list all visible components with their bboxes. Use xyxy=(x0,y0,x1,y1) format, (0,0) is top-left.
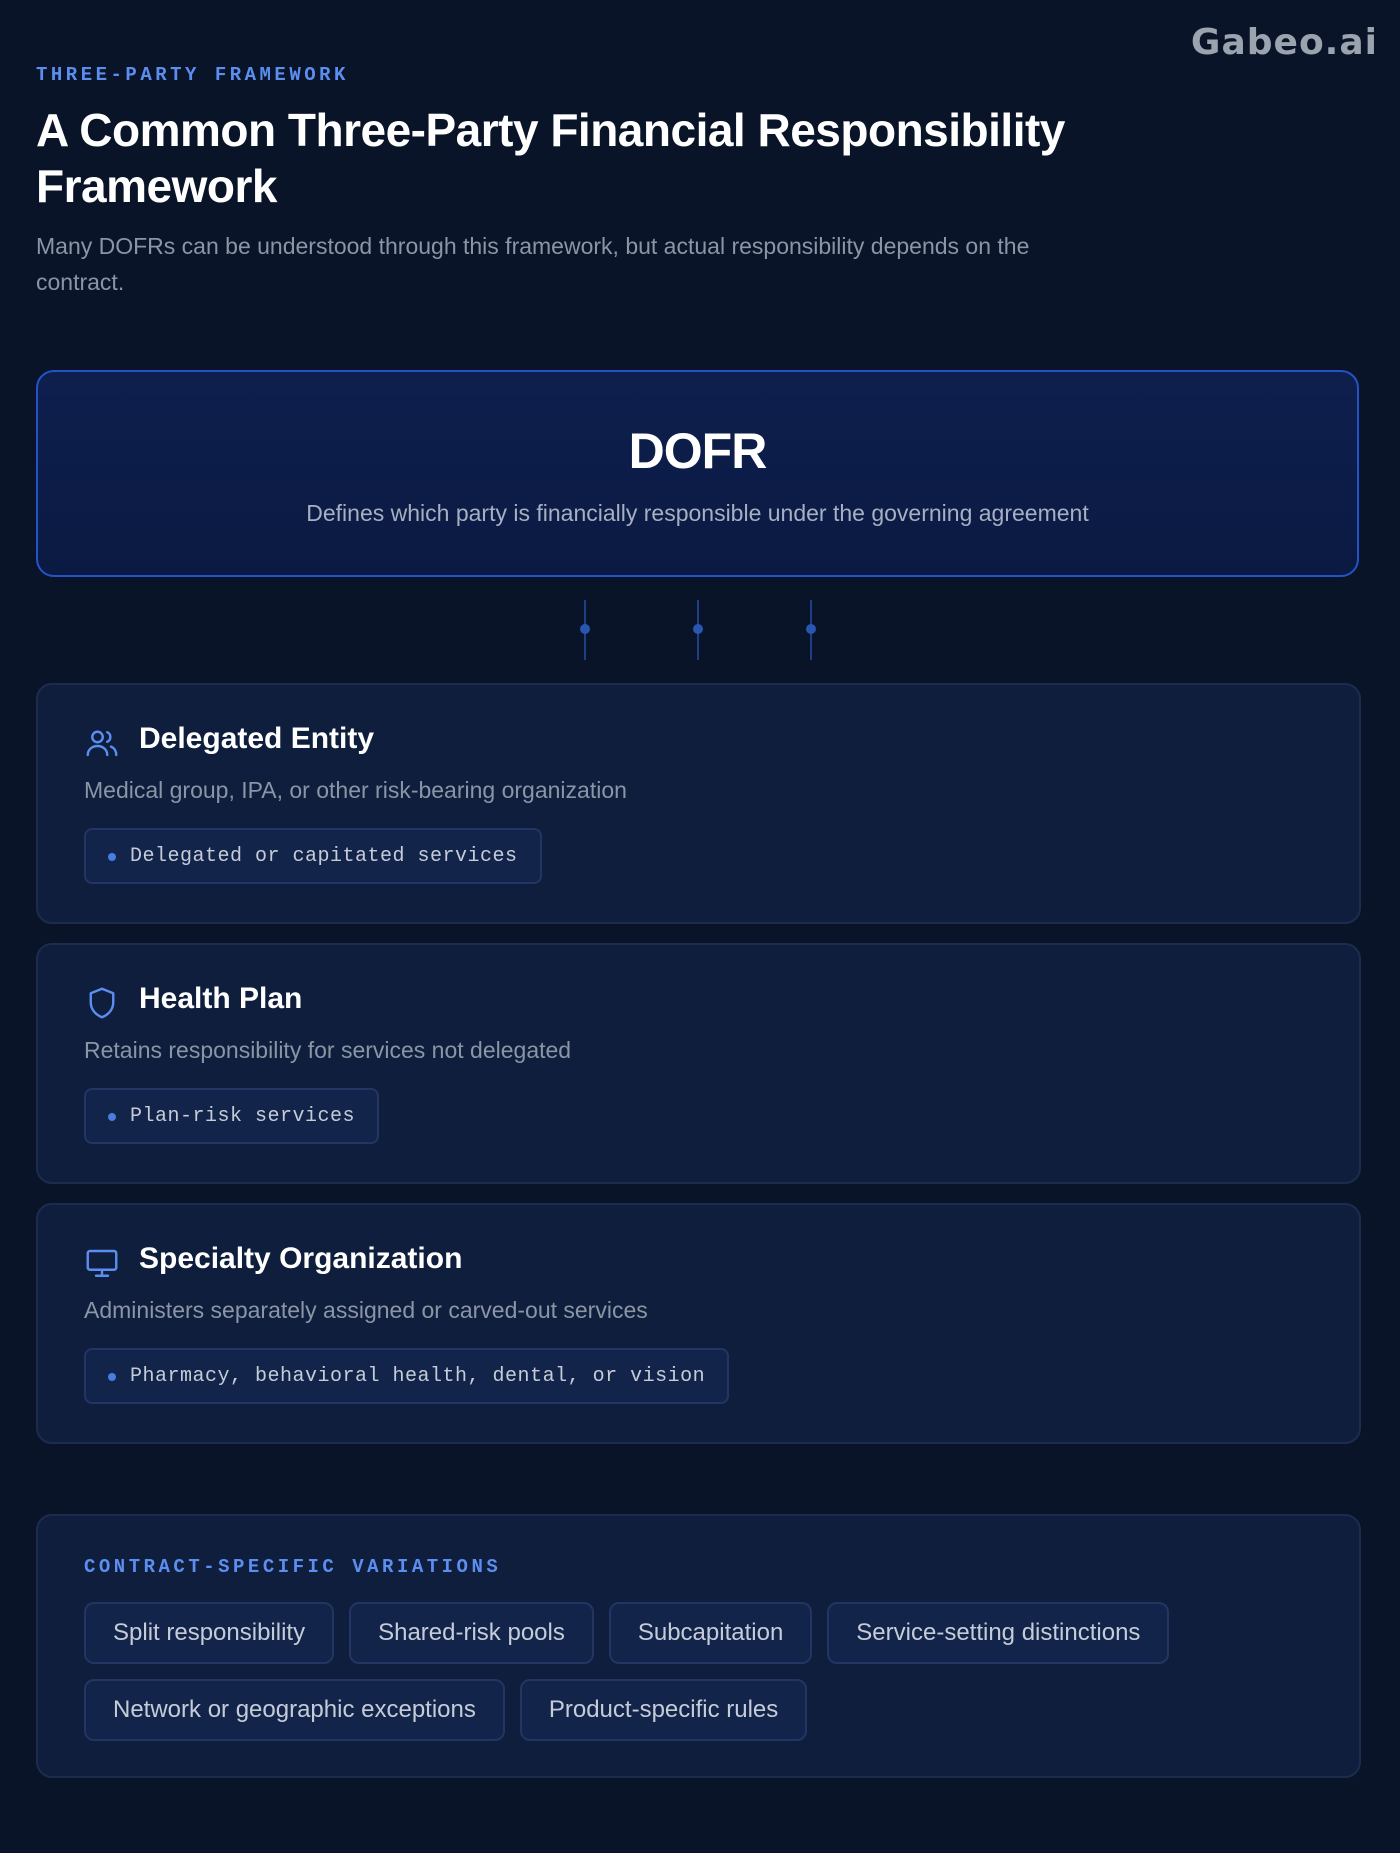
variations-tag-list: Split responsibility Shared-risk pools S… xyxy=(84,1602,1284,1741)
party-title: Specialty Organization xyxy=(139,1242,463,1275)
section-eyebrow: THREE-PARTY FRAMEWORK xyxy=(36,64,349,86)
brand-logo: Gabeo.ai xyxy=(1190,22,1378,63)
party-description: Retains responsibility for services not … xyxy=(84,1037,572,1063)
shield-icon xyxy=(84,985,120,1021)
variation-tag: Network or geographic exceptions xyxy=(84,1679,505,1741)
variation-tag: Split responsibility xyxy=(84,1602,335,1664)
party-tag-label: Pharmacy, behavioral health, dental, or … xyxy=(130,1364,706,1388)
party-description: Medical group, IPA, or other risk-bearin… xyxy=(84,777,627,803)
users-icon xyxy=(84,725,120,761)
bullet-icon xyxy=(108,1113,116,1121)
bullet-icon xyxy=(108,853,116,861)
party-card-delegated-entity: Delegated Entity Medical group, IPA, or … xyxy=(36,683,1361,924)
connector-line xyxy=(806,600,816,660)
variation-tag: Subcapitation xyxy=(608,1602,813,1664)
bullet-icon xyxy=(108,1373,116,1381)
variation-tag: Shared-risk pools xyxy=(349,1602,594,1664)
connector-dot xyxy=(580,624,590,634)
party-title: Delegated Entity xyxy=(139,722,375,755)
dofr-title: DOFR xyxy=(628,423,768,479)
dofr-description: Defines which party is financially respo… xyxy=(306,500,1089,526)
party-tag: Delegated or capitated services xyxy=(84,828,542,884)
party-tag: Pharmacy, behavioral health, dental, or … xyxy=(84,1348,730,1404)
connector-dot xyxy=(693,624,703,634)
variations-panel: CONTRACT-SPECIFIC VARIATIONS Split respo… xyxy=(36,1514,1361,1778)
party-card-specialty-organization: Specialty Organization Administers separ… xyxy=(36,1203,1361,1444)
monitor-icon xyxy=(84,1245,120,1281)
page-subtitle: Many DOFRs can be understood through thi… xyxy=(36,233,1030,295)
page-title: A Common Three-Party Financial Responsib… xyxy=(36,104,1065,212)
party-title: Health Plan xyxy=(139,982,303,1015)
variation-tag: Product-specific rules xyxy=(519,1679,808,1741)
party-description: Administers separately assigned or carve… xyxy=(84,1297,648,1323)
connector-line xyxy=(580,600,590,660)
variation-tag: Service-setting distinctions xyxy=(827,1602,1170,1664)
dofr-card: DOFR Defines which party is financially … xyxy=(36,370,1359,577)
variations-title: CONTRACT-SPECIFIC VARIATIONS xyxy=(84,1556,502,1578)
connector-dot xyxy=(806,624,816,634)
party-tag: Plan-risk services xyxy=(84,1088,380,1144)
connector-line xyxy=(693,600,703,660)
party-card-health-plan: Health Plan Retains responsibility for s… xyxy=(36,943,1361,1184)
party-tag-label: Delegated or capitated services xyxy=(130,844,518,868)
party-tag-label: Plan-risk services xyxy=(130,1104,356,1128)
